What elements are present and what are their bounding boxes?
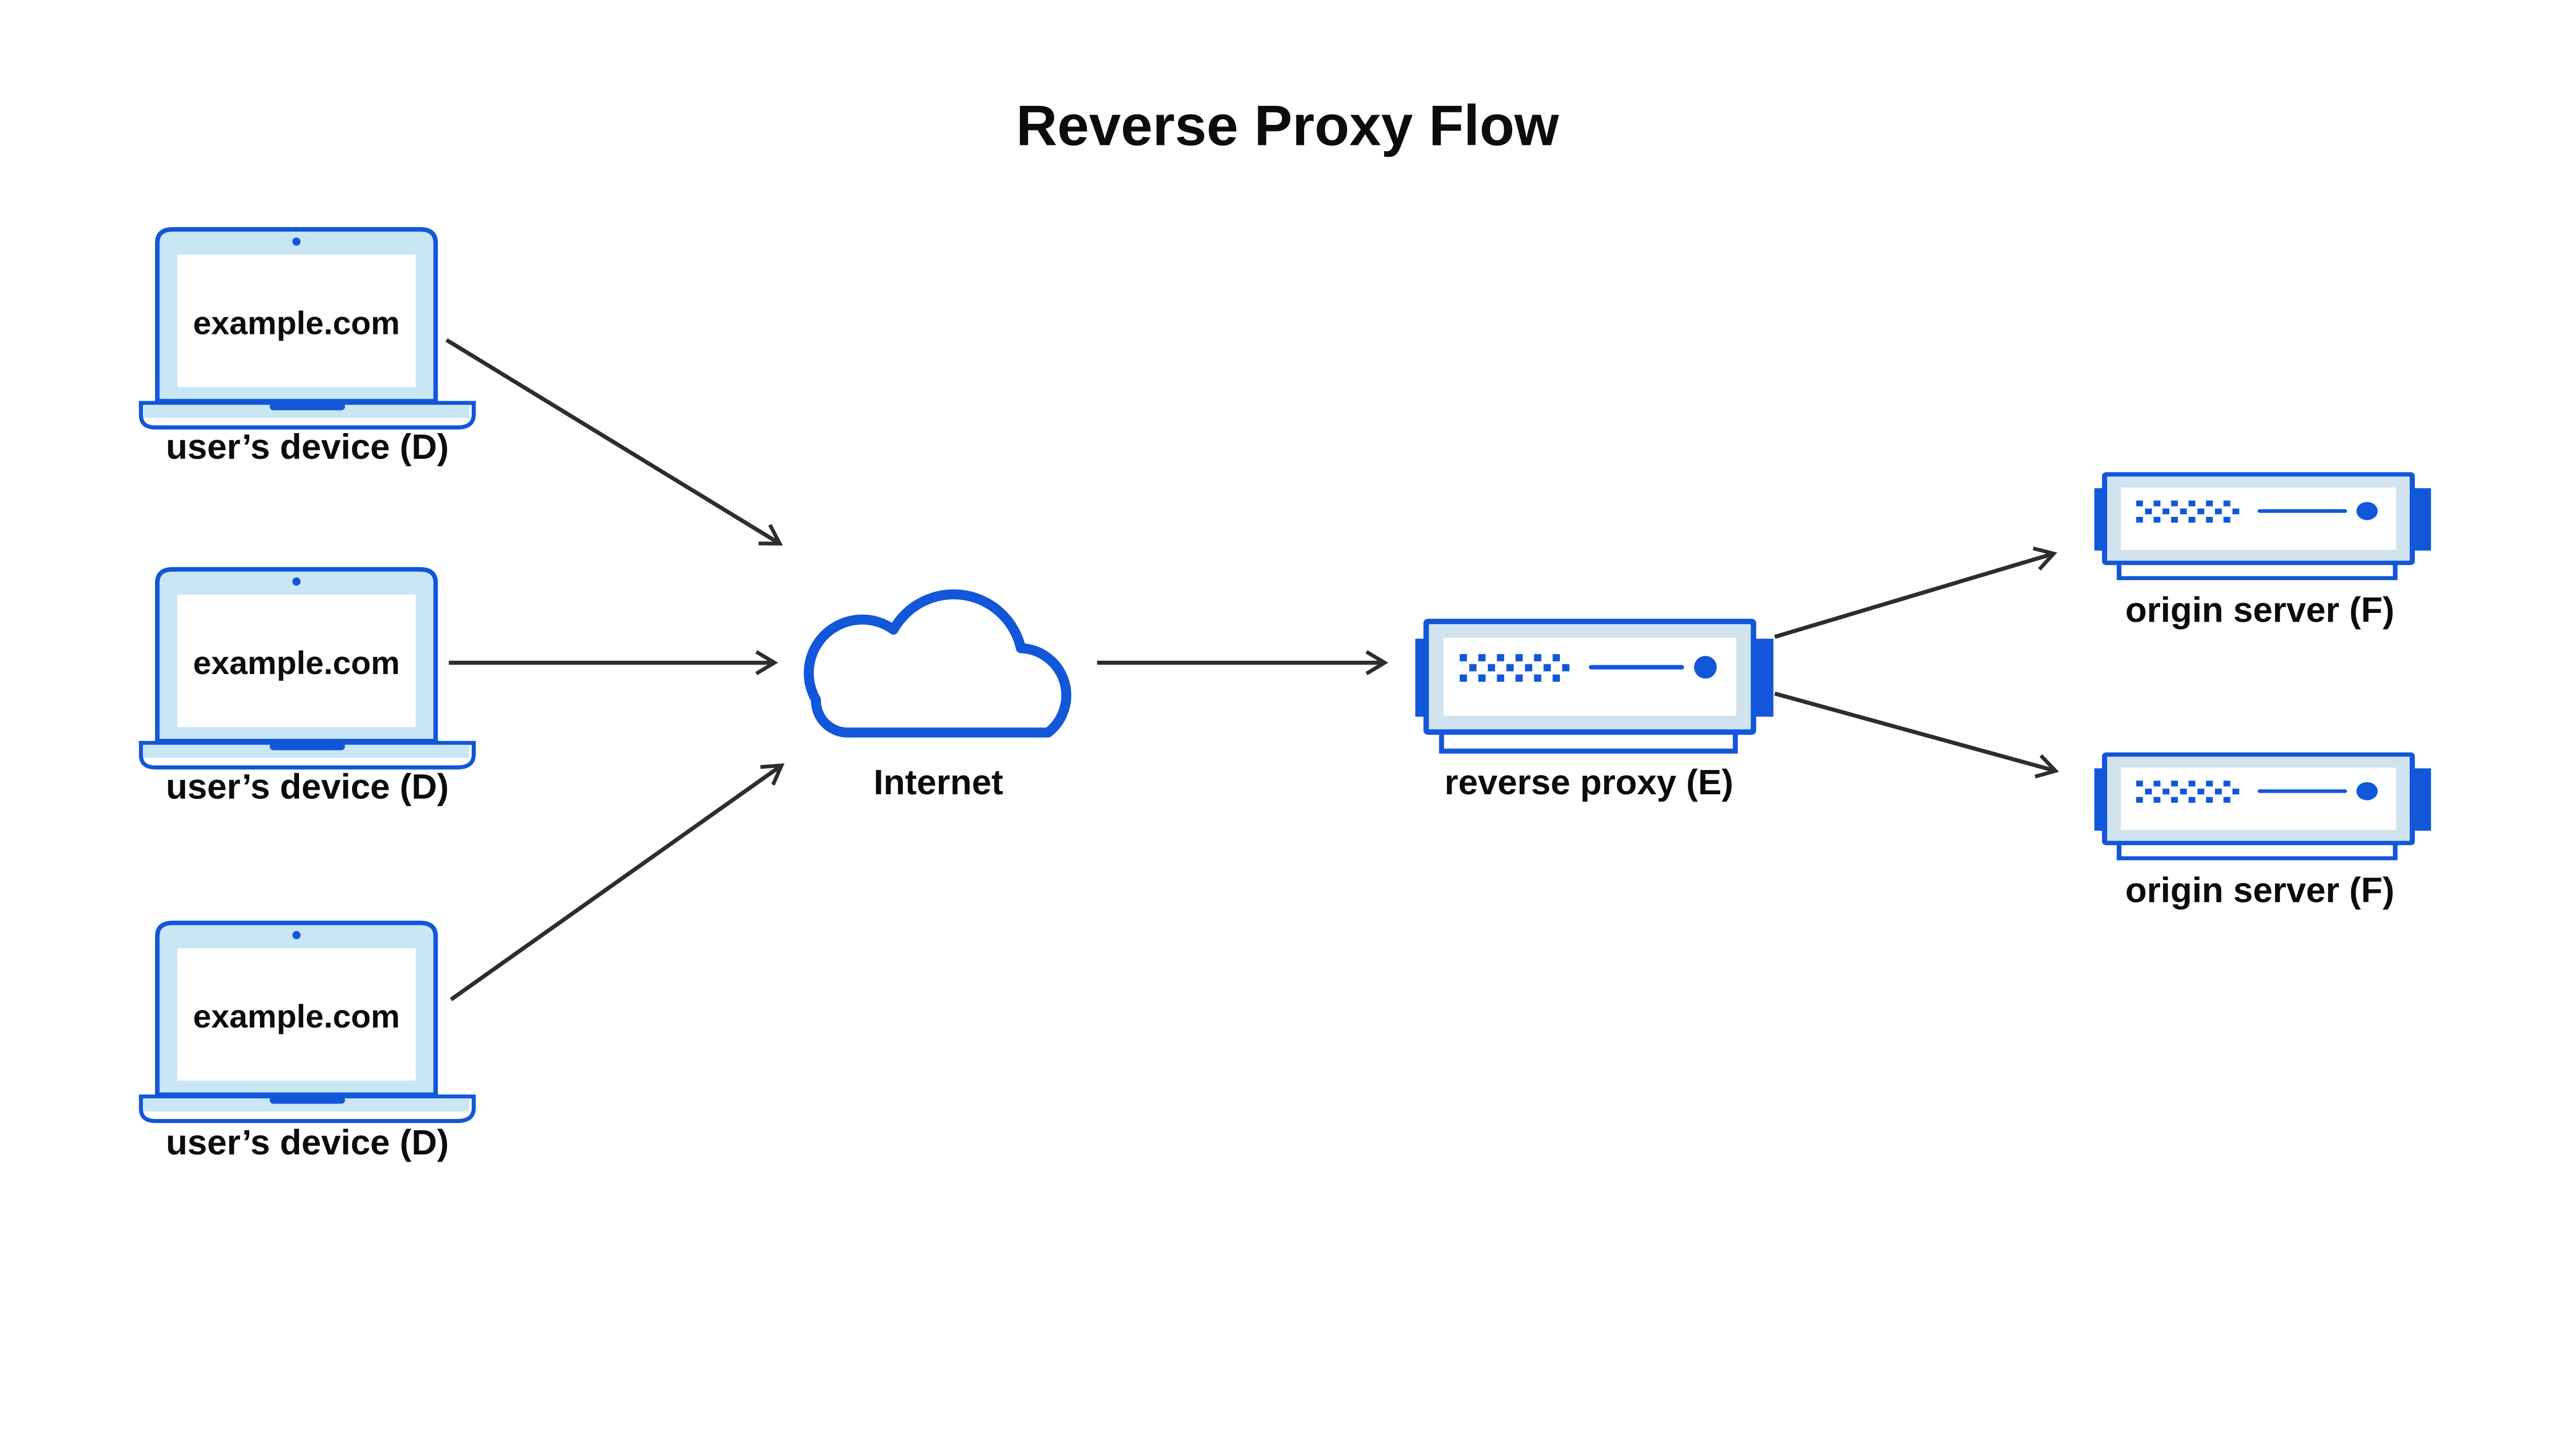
internet: Internet (804, 589, 1071, 802)
arrow-proxy-to-origin1 (1774, 546, 2057, 639)
cloud-icon (804, 589, 1071, 738)
diagram-title: Reverse Proxy Flow (1016, 93, 1559, 157)
server-icon (1416, 622, 1774, 751)
device-label: user’s device (D) (166, 767, 449, 807)
device-label: user’s device (D) (166, 427, 449, 466)
edges (445, 338, 2059, 1001)
reverse-proxy-label: reverse proxy (E) (1444, 762, 1733, 802)
origin-server-2: origin server (F) (2094, 755, 2431, 910)
arrow-device1-to-internet (445, 338, 783, 546)
device-screen-url: example.com (193, 305, 400, 341)
user-device-1: example.com user’s device (D) (141, 229, 474, 466)
diagram-canvas: Reverse Proxy Flow example.com user’s de… (0, 93, 2569, 1163)
server-icon (2094, 755, 2431, 858)
origin-server-label: origin server (F) (2125, 590, 2394, 630)
device-screen-url: example.com (193, 998, 400, 1035)
origin-server-1: origin server (F) (2094, 474, 2431, 630)
reverse-proxy: reverse proxy (E) (1416, 622, 1774, 802)
device-label: user’s device (D) (166, 1123, 449, 1162)
origin-server-label: origin server (F) (2125, 870, 2394, 910)
device-screen-url: example.com (193, 645, 400, 681)
internet-label: Internet (873, 762, 1003, 802)
server-icon (2094, 474, 2431, 578)
arrow-device3-to-internet (450, 763, 785, 1001)
user-device-3: example.com user’s device (D) (141, 923, 474, 1162)
user-device-2: example.com user’s device (D) (141, 569, 474, 807)
arrow-proxy-to-origin2 (1774, 692, 2059, 779)
reverse-proxy-flow-diagram: Reverse Proxy Flow example.com user’s de… (0, 93, 2569, 1162)
